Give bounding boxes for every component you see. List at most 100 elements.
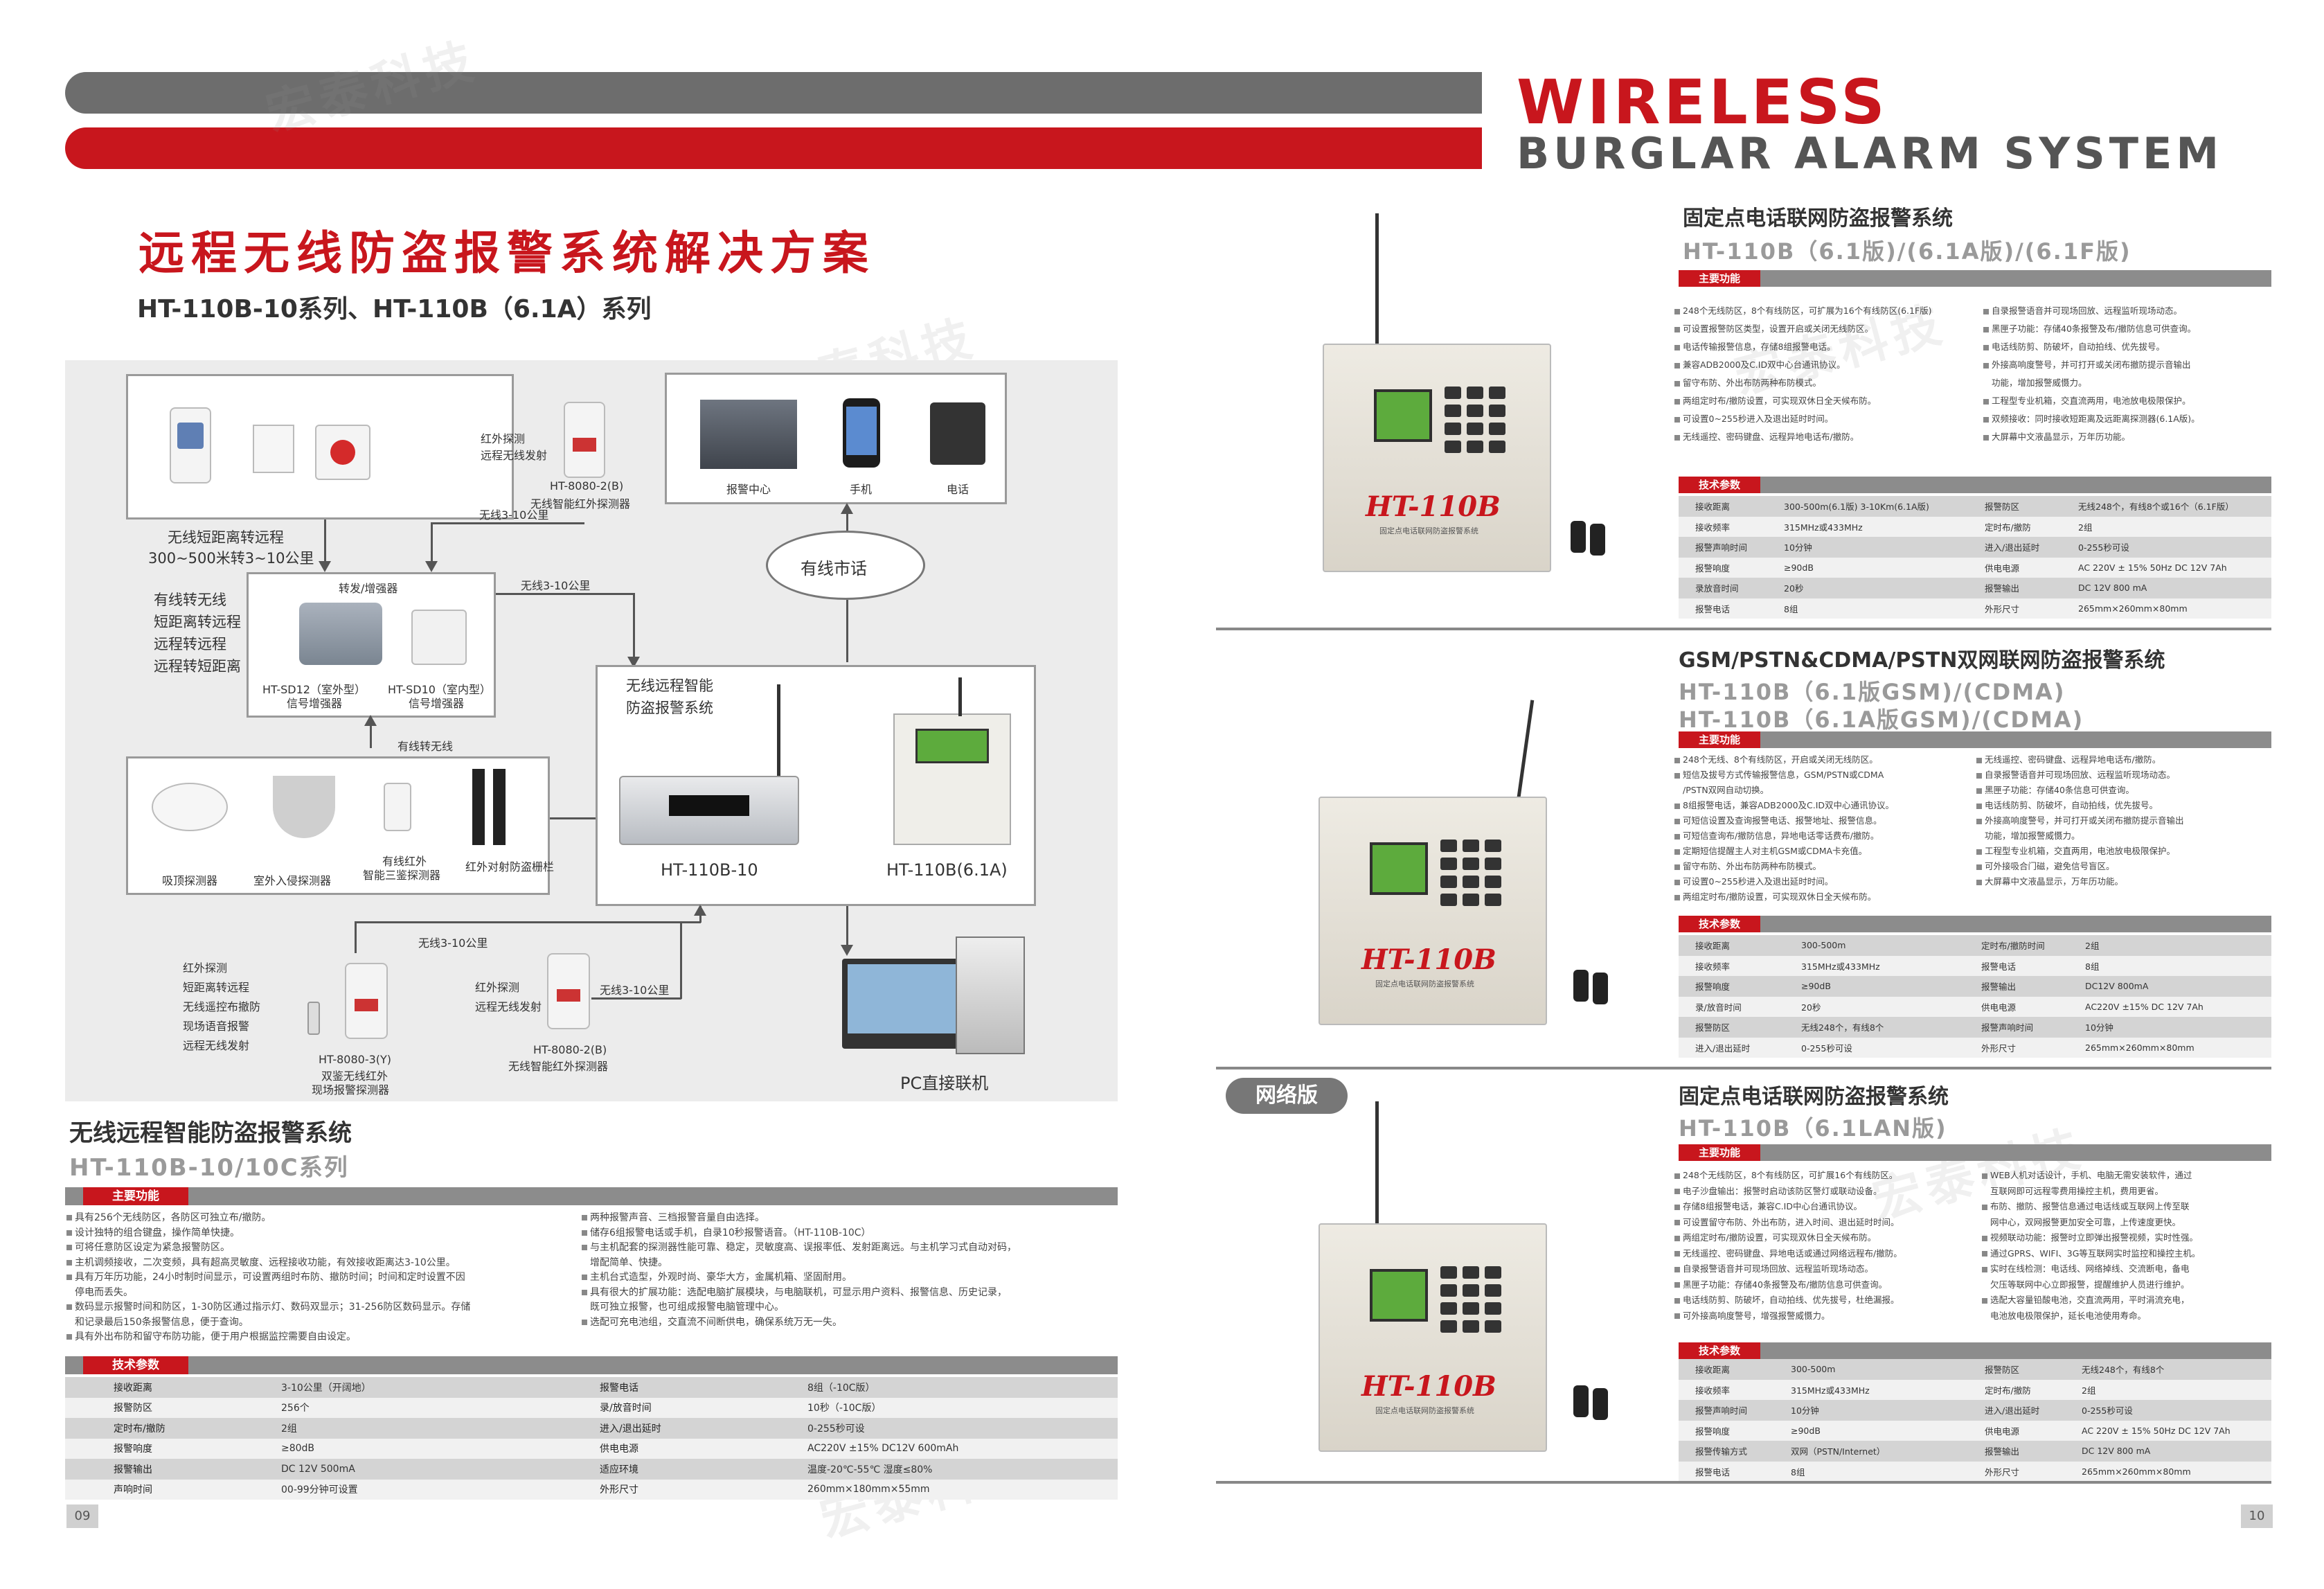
model-desc: 无线智能红外探测器: [508, 1060, 609, 1073]
product-title: 固定点电话联网防盗报警系统: [1679, 1085, 1949, 1109]
beam-barrier-icon: [493, 769, 506, 845]
page-number: 09: [66, 1504, 98, 1528]
capability-item: 有线转无线: [154, 592, 226, 608]
specs-tag: 技术参数: [1679, 477, 1760, 493]
page-number: 10: [2241, 1504, 2273, 1528]
detector-label: 有线红外: [382, 855, 427, 868]
specs-tag: 技术参数: [1679, 1342, 1760, 1359]
pir-detector-icon: [170, 407, 211, 483]
model-desc: 双鉴无线红外: [321, 1069, 388, 1083]
triple-detector-icon: [384, 783, 411, 831]
features-list-left: 具有256个无线防区，各防区可独立布/撤防。 设计独特的组合键盘，操作简单快捷。…: [66, 1211, 470, 1345]
system-label: 防盗报警系统: [626, 700, 713, 716]
repeater-label: 转发/增强器: [339, 582, 398, 595]
product-title: 无线远程智能防盗报警系统: [69, 1119, 352, 1147]
remote-control-icon: [1571, 521, 1586, 553]
product-model: HT-110B（6.1LAN版): [1679, 1115, 1947, 1142]
remote-control-icon: [1573, 970, 1589, 1002]
watermark: 宏泰科技: [260, 30, 484, 143]
repeater-device-icon: [411, 610, 467, 665]
panel-logo: HT-110B: [1366, 490, 1501, 523]
pc-monitor-icon: [842, 959, 963, 1049]
model-label: HT-SD10（室内型）: [388, 683, 491, 696]
specs-tag: 技术参数: [1679, 916, 1760, 932]
model-desc: 无线智能红外探测器: [530, 497, 631, 511]
panel-logo: HT-110B: [1361, 1370, 1496, 1403]
link-label: 无线3-10公里: [479, 508, 549, 522]
network-version-badge: 网络版: [1226, 1078, 1348, 1114]
features-tag: 主要功能: [83, 1187, 188, 1205]
mobile-phone-icon: [843, 398, 880, 468]
sensor-ir-label: 红外探测: [481, 432, 526, 445]
product-model: HT-110B（6.1版GSM)/(CDMA): [1679, 679, 2066, 705]
product-model: HT-110B-10/10C系列: [69, 1154, 349, 1182]
model-label: HT-SD12（室外型）: [262, 683, 366, 696]
ht110b10-device-icon: [619, 776, 799, 845]
outdoor-detector-icon: [273, 776, 335, 838]
capability-item: 无线遥控布撤防: [183, 1000, 261, 1013]
remote-control-icon: [307, 1002, 320, 1035]
detector-label: 智能三鉴探测器: [363, 869, 441, 882]
panic-button-icon: [315, 425, 370, 480]
page-title: 远程无线防盗报警系统解决方案: [138, 226, 875, 280]
model-label: HT-8080-2(B): [550, 479, 624, 492]
sensor-box: [126, 374, 514, 520]
sensor-label: 远程无线发射: [475, 1000, 542, 1013]
repeater-device-icon: [299, 603, 382, 665]
capability-item: 远程转短距离: [154, 658, 241, 675]
features-list-right: 自录报警语音并可现场回放、远程监听现场动态。黑匣子功能：存储40条报警及布/撤防…: [1983, 302, 2200, 446]
link-label: 有线转无线: [397, 740, 454, 753]
features-list-right: 两种报警声音、三档报警音量自由选择。 储存6组报警电话或手机，自录10秒报警语音…: [582, 1211, 1017, 1330]
dual-pir-detector-icon: [345, 963, 388, 1039]
diagram-note: 无线短距离转远程: [168, 529, 284, 546]
capability-item: 短距离转远程: [154, 614, 241, 630]
panel-subtitle: 固定点电话联网防盗报警系统: [1375, 1406, 1474, 1415]
detector-label: 室外入侵探测器: [253, 874, 332, 887]
features-list-left: 248个无线防区，8个有线防区，可扩展为16个有线防区(6.1F版)可设置报警防…: [1674, 302, 1932, 446]
alarm-panel-image: HT-110B 固定点电话联网防盗报警系统: [1319, 797, 1547, 1025]
telephone-icon: [930, 402, 985, 465]
product-title: GSM/PSTN&CDMA/PSTN双网联网防盗报警系统: [1679, 648, 2165, 673]
link-label: 无线3-10公里: [600, 984, 670, 997]
features-tag: 主要功能: [1679, 731, 1760, 748]
pstn-label: 有线市话: [801, 559, 867, 578]
features-list-left: 248个无线、8个有线防区，开启或关闭无线防区。短信及拔号方式传输报警信息，GS…: [1674, 752, 1894, 905]
panel-subtitle: 固定点电话联网防盗报警系统: [1375, 979, 1474, 988]
product-model: HT-110B（6.1版)/(6.1A版)/(6.1F版): [1683, 238, 2131, 265]
system-diagram: 红外探测 远程无线发射 HT-8080-2(B) 无线智能红外探测器 无线短距离…: [65, 360, 1118, 1101]
device-label: HT-110B(6.1A): [886, 860, 1008, 880]
pc-tower-icon: [956, 936, 1025, 1054]
system-label: 无线远程智能: [626, 677, 713, 694]
detector-label: 红外对射防盗栅栏: [465, 860, 555, 873]
product-model: HT-110B（6.1A版GSM)/(CDMA): [1679, 707, 2084, 733]
diagram-note: 300~500米转3~10公里: [148, 550, 314, 567]
sensor-remote-label: 远程无线发射: [481, 449, 548, 462]
pc-label: PC直接联机: [900, 1074, 989, 1093]
detector-label: 吸顶探测器: [162, 874, 218, 887]
door-sensor-icon: [253, 425, 294, 473]
receiver-label: 电话: [947, 483, 969, 496]
panel-logo: HT-110B: [1361, 943, 1496, 976]
page-subtitle: HT-110B-10系列、HT-110B（6.1A）系列: [137, 295, 652, 323]
model-desc: 现场报警探测器: [312, 1083, 390, 1097]
remote-control-icon: [1573, 1385, 1589, 1417]
product-title: 固定点电话联网防盗报警系统: [1683, 206, 1953, 231]
panel-subtitle: 固定点电话联网防盗报警系统: [1379, 526, 1478, 535]
specs-tag: 技术参数: [83, 1356, 188, 1374]
ceiling-detector-icon: [152, 783, 228, 831]
pstn-cloud: [766, 531, 925, 600]
remote-control-icon: [1593, 973, 1608, 1004]
alarm-panel-image: HT-110B 固定点电话联网防盗报警系统: [1323, 344, 1551, 572]
receiver-label: 手机: [850, 483, 873, 496]
receivers-box: 报警中心 手机 电话: [665, 373, 1007, 504]
features-list-right: WEB人机对话设计，手机、电脑无需安装软件，通过互联网即可远程零费用操控主机，费…: [1982, 1168, 2200, 1324]
capability-item: 远程转远程: [154, 636, 226, 653]
link-label: 无线3-10公里: [521, 579, 591, 592]
pir-detector-icon: [547, 953, 590, 1029]
receiver-label: 报警中心: [726, 483, 771, 496]
capability-item: 远程无线发射: [183, 1039, 250, 1052]
